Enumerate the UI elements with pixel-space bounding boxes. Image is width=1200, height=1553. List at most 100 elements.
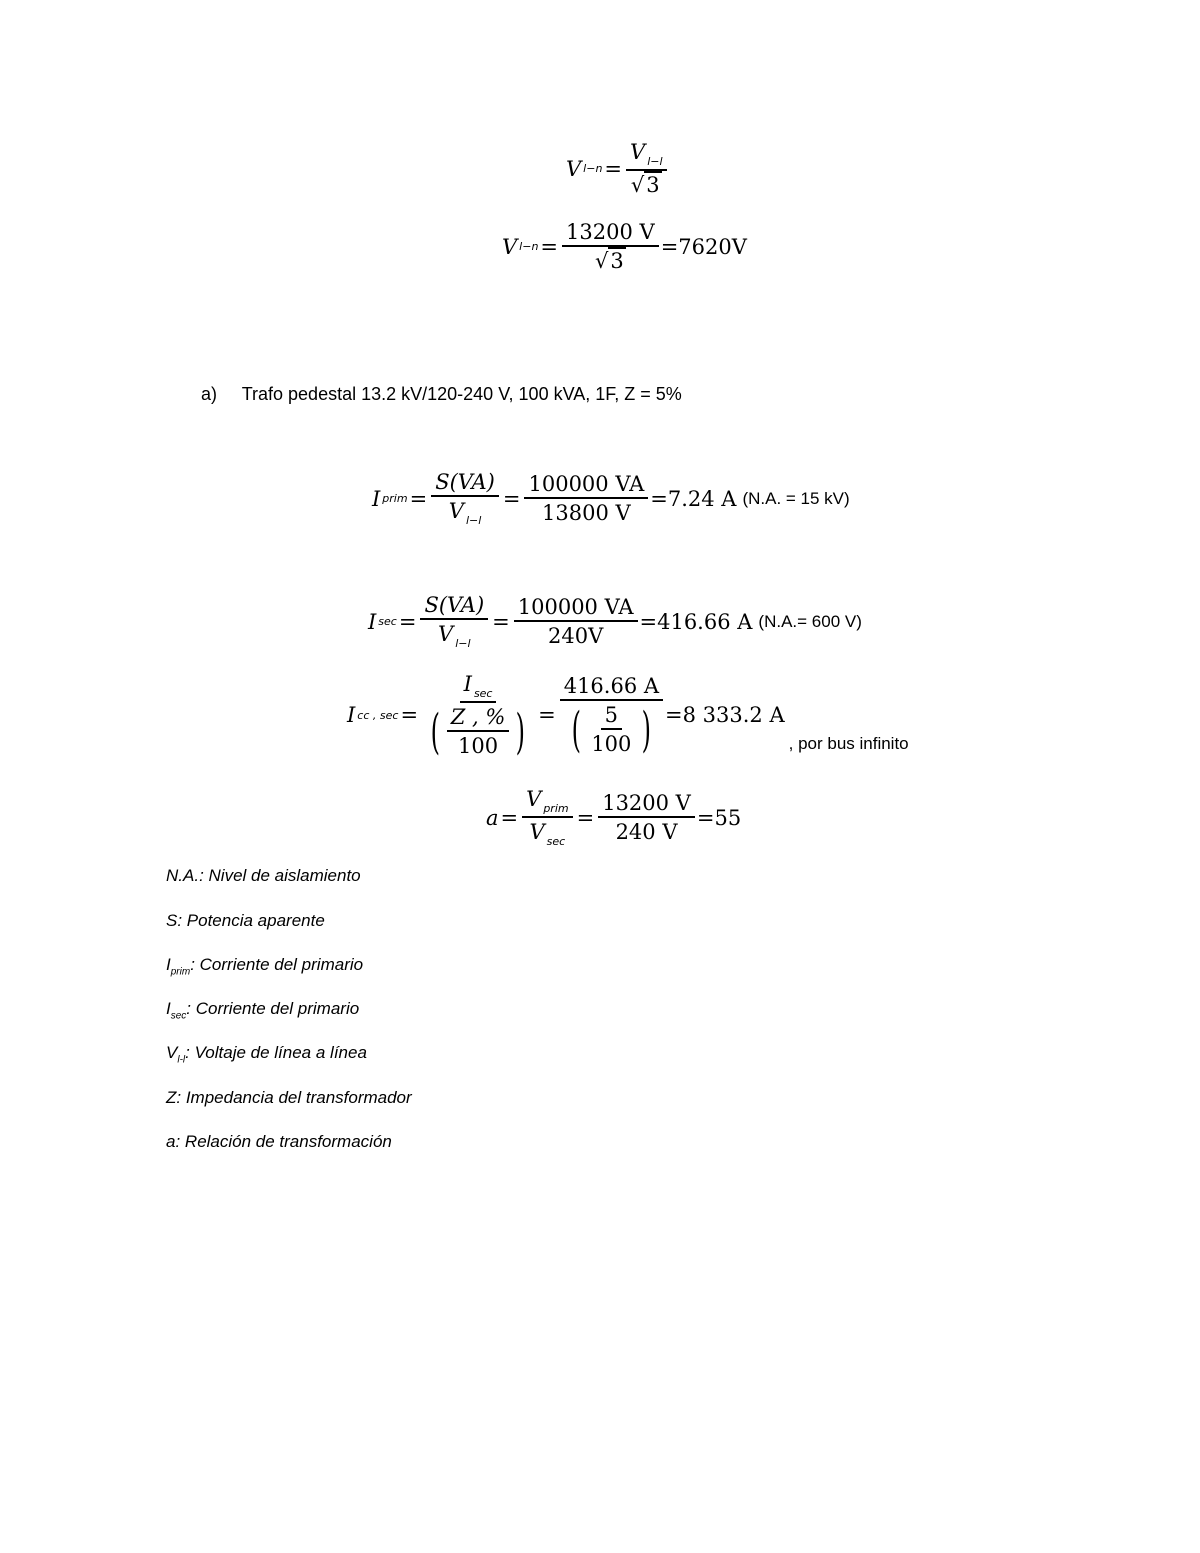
equals-sign: = xyxy=(540,234,559,259)
legend-symbol: S xyxy=(166,911,178,930)
num-sub: prim xyxy=(543,802,569,815)
equals-sign: = xyxy=(492,609,510,634)
fraction: 13200 V 240 V xyxy=(598,791,695,844)
legend-symbol: N.A. xyxy=(166,866,200,885)
legend-item: Z: Impedancia del transformador xyxy=(166,1088,412,1110)
eq-result: =7620V xyxy=(660,234,747,259)
right-paren: ) xyxy=(642,701,652,758)
num-symbol: V xyxy=(630,140,646,164)
eq-result: =55 xyxy=(696,805,742,830)
legend-item: Isec: Corriente del primario xyxy=(166,999,359,1021)
legend-symbol-sub: l-l xyxy=(177,1054,186,1066)
equation-vln-calculation: V l−n = 13200 V √3 =7620V xyxy=(502,220,747,273)
num-symbol: I xyxy=(463,672,472,696)
legend-symbol: I xyxy=(166,955,171,974)
fraction: 13200 V √3 xyxy=(562,220,659,273)
numerator: 100000 VA xyxy=(524,472,649,499)
eq-lhs-sub: l−n xyxy=(583,162,603,175)
legend-item: a: Relación de transformación xyxy=(166,1132,392,1154)
inner-fraction: Z , % 100 xyxy=(446,705,510,758)
denominator: 13800 V xyxy=(542,501,631,525)
eq-lhs: I xyxy=(372,486,381,511)
fraction: 100000 VA 240V xyxy=(513,595,638,648)
legend-symbol: I xyxy=(166,999,171,1018)
equals-sign: = xyxy=(409,486,428,511)
eq-lhs-sub: l−n xyxy=(519,240,539,253)
eq-lhs-sub: prim xyxy=(382,492,408,505)
numerator: 416.66 A xyxy=(559,674,664,701)
sqrt-icon: √ xyxy=(630,173,645,197)
numerator: 13200 V xyxy=(598,791,695,818)
legend-text: : Nivel de aislamiento xyxy=(199,866,361,885)
num-sub: sec xyxy=(473,687,493,700)
eq-result: =416.66 A xyxy=(639,609,753,634)
legend-text: : Potencia aparente xyxy=(177,911,325,930)
inner-denominator: 100 xyxy=(591,732,632,756)
sqrt-icon: √ xyxy=(594,249,609,273)
radicand: 3 xyxy=(644,171,662,197)
equals-sign: = xyxy=(400,703,419,727)
denominator: √3 xyxy=(627,171,666,197)
legend-text: : Impedancia del transformador xyxy=(176,1088,412,1107)
radicand: 3 xyxy=(608,247,626,273)
legend-symbol: Z xyxy=(166,1088,177,1107)
list-label: a) xyxy=(201,384,218,404)
eq-lhs: V xyxy=(502,234,518,259)
eq-lhs: V xyxy=(566,156,582,181)
eq-note: (N.A.= 600 V) xyxy=(758,611,862,631)
den-sub: l−l xyxy=(455,637,471,650)
legend-item: N.A.: Nivel de aislamiento xyxy=(166,866,361,888)
legend-item: Iprim: Corriente del primario xyxy=(166,955,363,977)
eq-result: =8 333.2 A xyxy=(665,703,785,727)
equals-sign: = xyxy=(398,609,417,634)
legend-item: S: Potencia aparente xyxy=(166,911,325,933)
eq-lhs: a xyxy=(486,805,499,830)
list-item-a: a) Trafo pedestal 13.2 kV/120-240 V, 100… xyxy=(201,384,682,405)
eq-result: =7.24 A xyxy=(650,486,737,511)
eq-lhs-sub: cc , sec xyxy=(357,708,399,722)
inner-fraction: 5 100 xyxy=(587,703,635,756)
denominator: ( 5 100 ) xyxy=(563,701,661,756)
denominator: ( Z , % 100 ) xyxy=(422,703,534,758)
eq-lhs: I xyxy=(368,609,377,634)
num-sub: l−l xyxy=(647,155,663,168)
fraction: 416.66 A ( 5 100 ) xyxy=(559,674,664,756)
equals-sign: = xyxy=(500,805,519,830)
den-sub: sec xyxy=(546,835,566,848)
inner-numerator: Z , % xyxy=(446,705,510,732)
eq-note: (N.A. = 15 kV) xyxy=(742,488,850,508)
equals-sign: = xyxy=(538,703,556,727)
fraction: 100000 VA 13800 V xyxy=(524,472,649,525)
numerator: S(VA) xyxy=(431,470,499,497)
den-symbol: V xyxy=(529,820,545,844)
denominator: √3 xyxy=(591,247,630,273)
legend-symbol: V xyxy=(166,1043,178,1062)
legend-item: Vl-l: Voltaje de línea a línea xyxy=(166,1043,367,1065)
num-symbol: V xyxy=(526,787,542,811)
equals-sign: = xyxy=(604,156,623,181)
right-paren: ) xyxy=(516,703,526,760)
legend-symbol: a xyxy=(166,1132,176,1151)
legend-symbol-sub: prim xyxy=(170,966,191,978)
left-paren: ( xyxy=(571,701,581,758)
numerator: S(VA) xyxy=(420,593,489,620)
equals-sign: = xyxy=(576,805,595,830)
eq-lhs-sub: sec xyxy=(378,615,397,628)
